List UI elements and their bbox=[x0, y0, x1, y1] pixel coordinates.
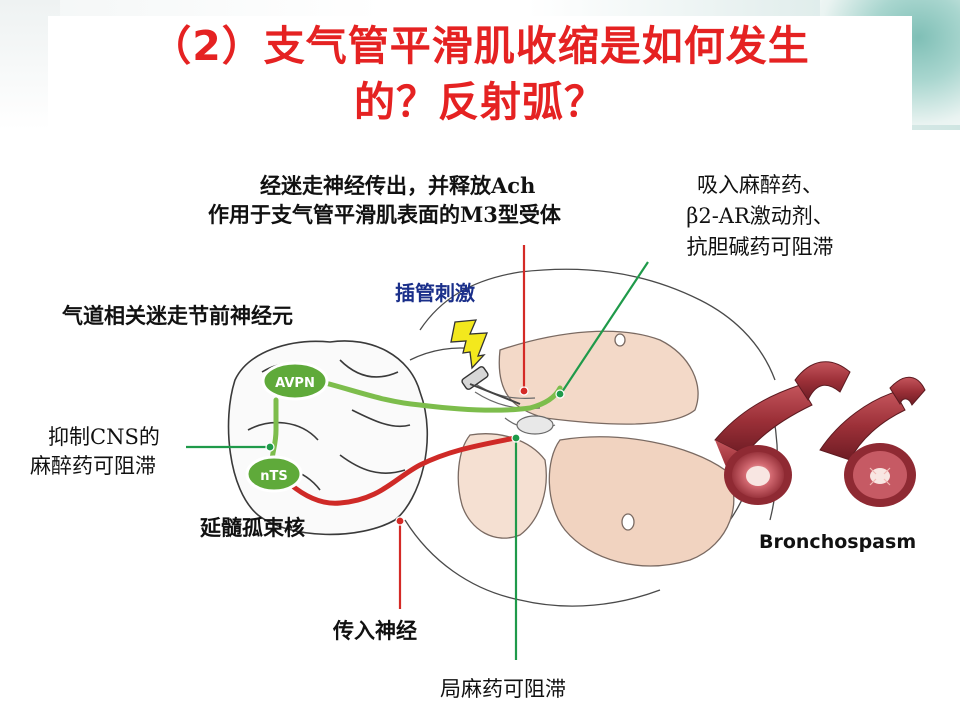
cns-block-label-line2: 麻醉药可阻滞 bbox=[30, 454, 156, 478]
efferent-label-line1: 经迷走神经传出，并释放Ach bbox=[260, 173, 536, 198]
title-backdrop bbox=[48, 16, 912, 134]
slide-title-line2: 的？反射弧？ bbox=[354, 78, 606, 126]
nts-description-label: 延髓孤束核 bbox=[200, 515, 305, 540]
endotracheal-tube bbox=[461, 366, 521, 405]
inhaled-block-label-line3: 抗胆碱药可阻滞 bbox=[686, 235, 834, 259]
pointer-inhaled-block bbox=[561, 261, 649, 393]
bronchospasm-illustration bbox=[714, 361, 926, 507]
slide-title: （2）支气管平滑肌收缩是如何发生 的？反射弧？ bbox=[48, 18, 912, 130]
local-anesthetic-block-label: 局麻药可阻滞 bbox=[440, 677, 566, 701]
inhaled-block-label-line2: β2-AR激动剂、 bbox=[686, 204, 834, 228]
avpn-description-label: 气道相关迷走节前神经元 bbox=[62, 303, 293, 328]
avpn-node-label: AVPN bbox=[275, 376, 315, 391]
nts-node-label: nTS bbox=[260, 469, 288, 484]
afferent-path bbox=[287, 435, 518, 506]
efferent-label-line2: 作用于支气管平滑肌表面的M3型受体 bbox=[208, 202, 561, 227]
slide-title-line1: （2）支气管平滑肌收缩是如何发生 bbox=[150, 22, 810, 70]
afferent-nerve-label: 传入神经 bbox=[333, 618, 417, 643]
lightning-icon bbox=[450, 319, 488, 370]
efferent-vagal-path bbox=[315, 378, 563, 413]
avpn-node: AVPN bbox=[261, 361, 329, 401]
pointer-lines bbox=[186, 245, 649, 660]
intubation-label: 插管刺激 bbox=[395, 281, 475, 305]
bronchospasm-caption: Bronchospasm bbox=[759, 531, 917, 553]
inhaled-block-label-line1: 吸入麻醉药、 bbox=[697, 173, 823, 197]
nts-node: nTS bbox=[245, 455, 303, 493]
cns-block-label-line1: 抑制CNS的 bbox=[48, 425, 160, 449]
brain-outline bbox=[227, 340, 429, 536]
lungs bbox=[457, 330, 735, 567]
